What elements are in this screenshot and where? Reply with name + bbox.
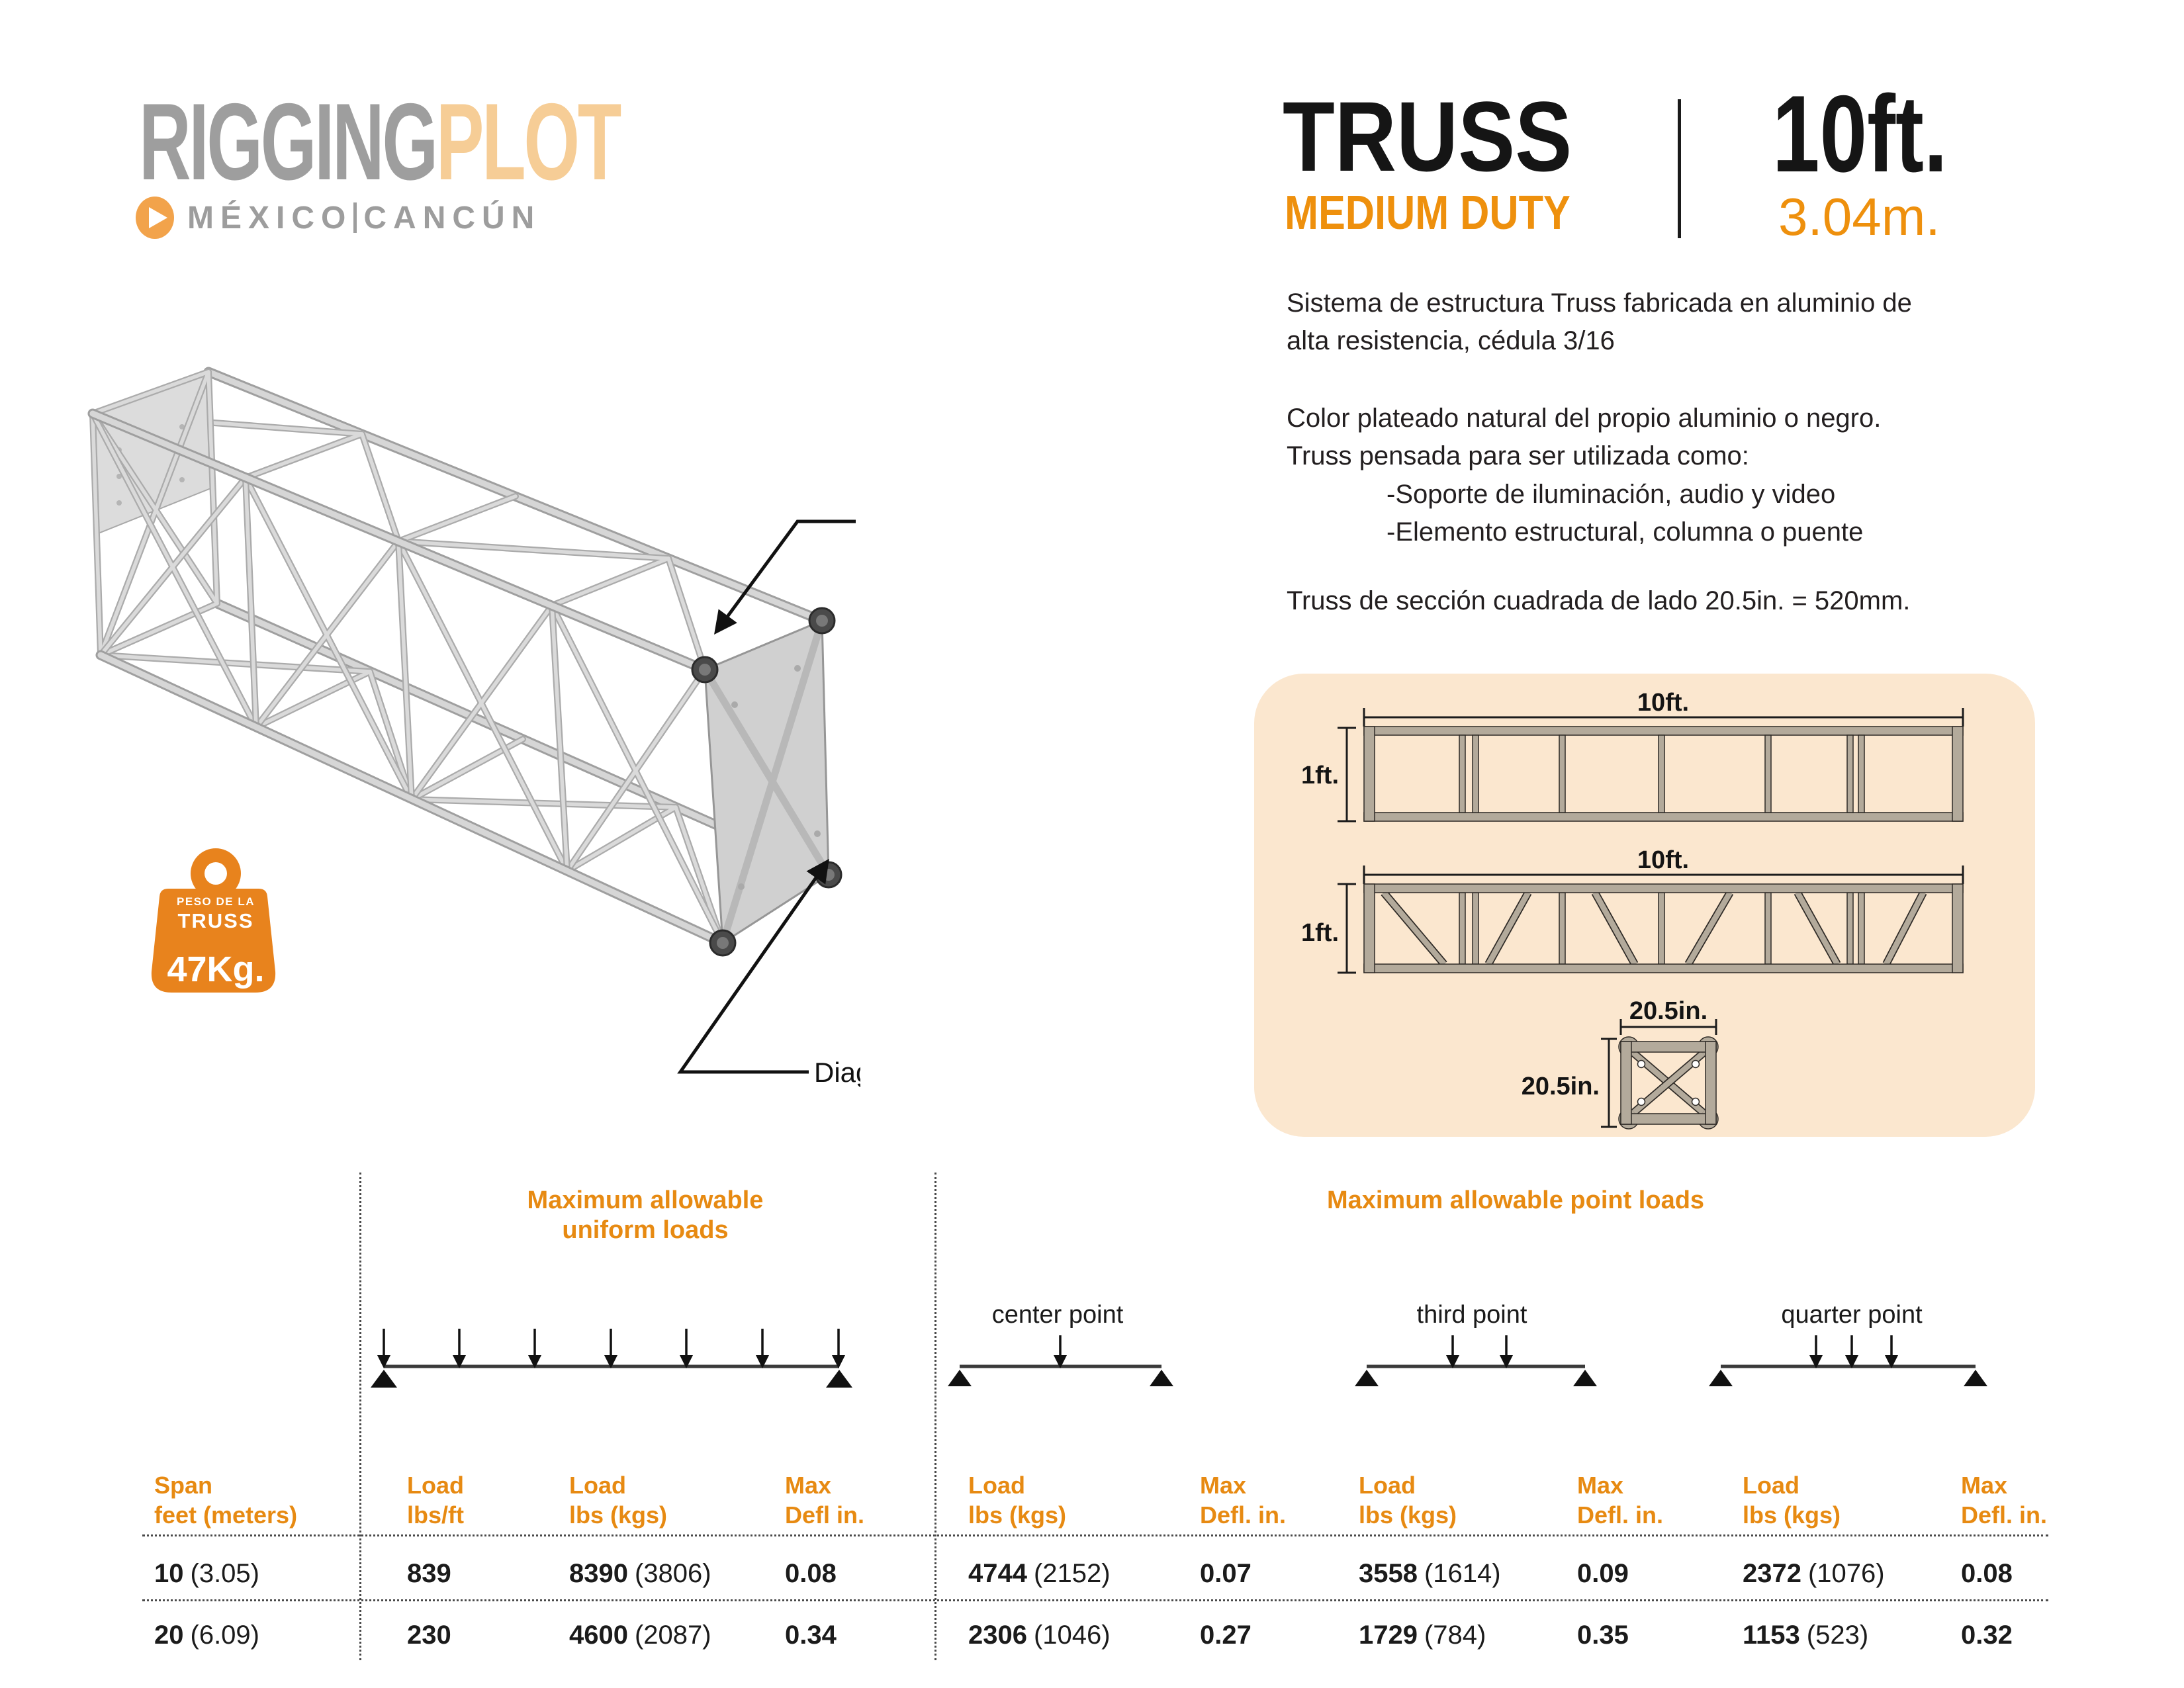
row2-span: 20(6.09)	[154, 1621, 259, 1650]
row2-uniform-lbs: 4600(2087)	[569, 1621, 711, 1650]
logo-text-plot: PLOT	[435, 81, 621, 202]
brand-logo: RIGGINGPLOT	[139, 87, 867, 197]
logo-mexico: MÉXICO	[187, 200, 353, 236]
elevation-length-label: 10ft.	[1637, 846, 1689, 874]
row2-quarter-defl: 0.32	[1961, 1621, 2013, 1650]
row2-center-load: 2306(1046)	[968, 1621, 1111, 1650]
point-load-arrows	[1059, 1335, 1893, 1355]
row1-quarter-defl: 0.08	[1961, 1559, 2013, 1588]
row2-quarter-load: 1153(523)	[1743, 1621, 1869, 1650]
load-beam-diagrams	[371, 1329, 1987, 1388]
beam-label-third-point: third point	[1416, 1301, 1527, 1329]
description-para-1: Sistema de estructura Truss fabricada en…	[1287, 289, 1912, 355]
row2-third-load: 1729(784)	[1359, 1621, 1486, 1650]
row1-uniform-lbs: 8390(3806)	[569, 1559, 711, 1588]
badge-weight-value: 47Kg.	[167, 950, 264, 989]
description-para-3: Truss de sección cuadrada de lado 20.5in…	[1287, 586, 1911, 615]
truss-plan-view: 10ft. 1ft.	[1301, 689, 1964, 822]
section-height-label: 20.5in.	[1522, 1073, 1600, 1100]
row1-quarter-load: 2372(1076)	[1743, 1559, 1885, 1588]
row2-center-defl: 0.27	[1200, 1621, 1251, 1650]
row1-span: 10(3.05)	[154, 1559, 259, 1588]
logo-wordmark: RIGGINGPLOT	[139, 87, 621, 197]
uniform-loads-title-line1: Maximum allowable	[527, 1186, 764, 1214]
row2-third-defl: 0.35	[1577, 1621, 1629, 1650]
description-para-2: Color plateado natural del propio alumin…	[1287, 404, 1882, 470]
weight-badge: PESO DE LA TRUSS 47Kg.	[151, 848, 276, 993]
logo-cancun: CANCÚN	[363, 200, 541, 236]
truss-3d-figure: Tubular principal 2” Diagonales 1”	[87, 367, 860, 1088]
length-feet: 10ft.	[1772, 73, 1948, 195]
row1-center-defl: 0.07	[1200, 1559, 1251, 1588]
table-divider-vertical-1	[359, 1173, 361, 1660]
truss-elevation-view: 10ft. 1ft.	[1301, 846, 1964, 974]
duty-rating: MEDIUM DUTY	[1285, 187, 1570, 240]
row1-uniform-lbsft: 839	[407, 1559, 451, 1588]
uniform-load-arrows	[383, 1329, 840, 1355]
diagonals-arrow	[677, 858, 829, 1074]
elevation-height-label: 1ft.	[1301, 919, 1339, 947]
play-icon	[136, 197, 174, 239]
title-divider	[1678, 99, 1681, 238]
beam-label-center-point: center point	[991, 1301, 1124, 1329]
uniform-loads-title-line2: uniform loads	[562, 1216, 729, 1244]
table-divider-horizontal-2	[142, 1599, 2048, 1601]
beam-supports	[371, 1370, 1987, 1388]
page-title: TRUSS	[1283, 81, 1572, 192]
dimension-diagrams: 10ft. 1ft. 10ft. 1ft.	[1301, 689, 1964, 1130]
row2-uniform-defl: 0.34	[785, 1621, 837, 1650]
logo-location-line: MÉXICO CANCÚN	[134, 196, 541, 240]
point-loads-title: Maximum allowable point loads	[1326, 1186, 1705, 1214]
badge-body	[151, 889, 276, 993]
badge-caption-top: PESO DE LA	[177, 895, 255, 908]
table-divider-horizontal-1	[142, 1534, 2048, 1536]
dimension-panel: 10ft. 1ft. 10ft. 1ft.	[1254, 674, 2035, 1137]
badge-caption-mid: TRUSS	[177, 909, 253, 932]
main-tube-arrow	[714, 519, 856, 635]
beam-label-quarter-point: quarter point	[1781, 1301, 1923, 1329]
section-width-label: 20.5in.	[1629, 997, 1707, 1025]
row1-uniform-defl: 0.08	[785, 1559, 837, 1588]
description-bullets: -Soporte de iluminación, audio y video -…	[1387, 480, 1864, 547]
logo-text-rigging: RIGGING	[139, 81, 438, 202]
plan-height-label: 1ft.	[1301, 762, 1339, 789]
length-meters: 3.04m.	[1778, 187, 1940, 246]
plan-length-label: 10ft.	[1637, 689, 1689, 717]
table-divider-vertical-2	[934, 1173, 936, 1660]
row1-center-load: 4744(2152)	[968, 1559, 1111, 1588]
logo-separator	[353, 202, 357, 233]
row2-uniform-lbsft: 230	[407, 1621, 451, 1650]
uniform-loads-title: Maximum allowable uniform loads	[527, 1186, 764, 1245]
diagonals-label: Diagonales 1”	[814, 1057, 860, 1088]
row1-third-load: 3558(1614)	[1359, 1559, 1501, 1588]
truss-cross-section: 20.5in. 20.5in.	[1522, 997, 1719, 1130]
row1-third-defl: 0.09	[1577, 1559, 1629, 1588]
